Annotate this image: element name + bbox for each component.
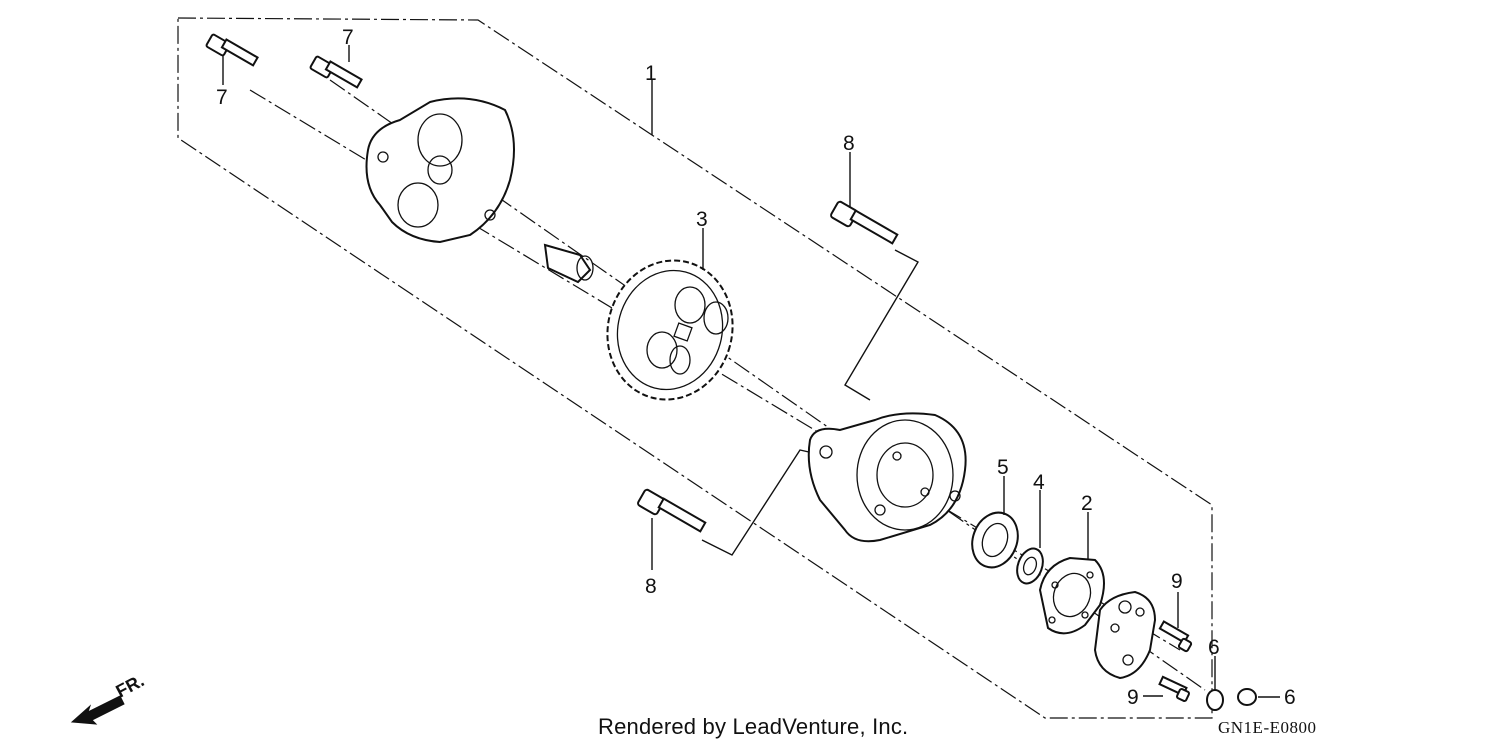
- assembly-boundary: [177, 17, 1213, 719]
- pump-cover: [365, 97, 515, 244]
- callout-7-left: 7: [216, 86, 228, 109]
- callout-2: 2: [1081, 492, 1093, 515]
- o-ring-6-left: [1206, 689, 1224, 711]
- callout-9-upper: 9: [1171, 570, 1183, 593]
- callout-8-lower: 8: [645, 575, 657, 598]
- o-ring-6-right: [1237, 688, 1257, 706]
- callout-5: 5: [997, 456, 1009, 479]
- callout-9-lower: 9: [1127, 686, 1139, 709]
- bolt-8-lower-leader: [701, 449, 823, 556]
- bolt-8-upper-leader: [844, 249, 919, 401]
- callout-6-left: 6: [1208, 636, 1220, 659]
- pump-plate: [1038, 556, 1105, 635]
- bolt-7-right: [309, 55, 363, 89]
- front-direction-arrow-icon: FR.: [70, 670, 147, 725]
- screw-9-upper: [1158, 620, 1193, 653]
- end-cover-plate: [1093, 590, 1157, 680]
- callout-7-right: 7: [342, 26, 354, 49]
- bolt-7-left: [205, 33, 259, 67]
- callout-4: 4: [1033, 471, 1045, 494]
- bolt-8-upper: [830, 200, 899, 245]
- inner-rotor: [1016, 547, 1044, 585]
- pump-body: [807, 412, 967, 543]
- driven-gear: [606, 259, 734, 401]
- callout-6-right: 6: [1284, 686, 1296, 709]
- bolt-8-lower: [637, 488, 707, 533]
- callout-3: 3: [696, 208, 708, 231]
- render-credit: Rendered by LeadVenture, Inc.: [598, 714, 909, 739]
- diagram-code: GN1E-E0800: [1218, 718, 1317, 737]
- screw-9-lower: [1158, 675, 1190, 702]
- callout-8-upper: 8: [843, 132, 855, 155]
- pump-shaft: [543, 243, 594, 284]
- outer-rotor: [971, 511, 1019, 569]
- callout-1: 1: [645, 62, 657, 85]
